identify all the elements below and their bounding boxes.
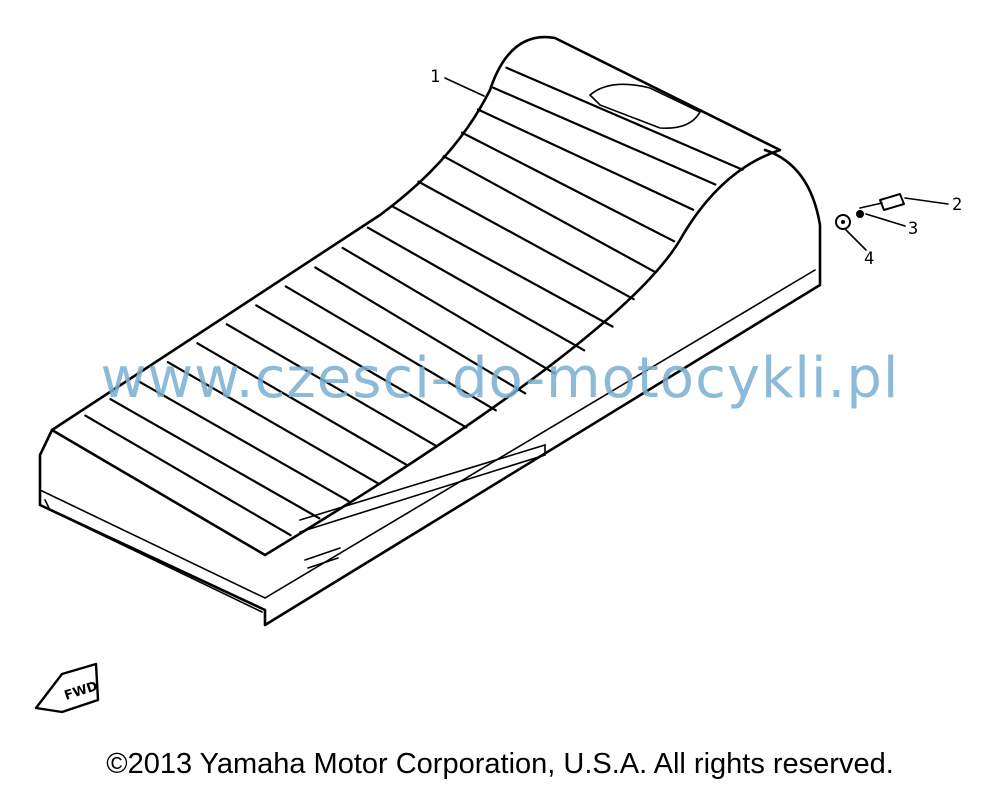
seat-rib-line xyxy=(137,380,350,502)
plain-washer-part xyxy=(835,214,851,230)
copyright-notice: ©2013 Yamaha Motor Corporation, U.S.A. A… xyxy=(106,748,894,780)
callout-1-label: 1 xyxy=(430,67,440,87)
seat-rib-line xyxy=(314,266,527,395)
seat-ribs xyxy=(84,66,744,537)
spring-washer-part xyxy=(856,210,864,218)
seat-rib-line xyxy=(196,342,409,467)
callout-4-label: 4 xyxy=(864,249,874,269)
seat-rib-line xyxy=(225,323,438,448)
seat-rib-line xyxy=(476,108,695,211)
seat-cushion xyxy=(50,35,782,557)
seat-rib-line xyxy=(417,180,635,301)
front-arrow-icon: FWD xyxy=(34,662,100,714)
seat-base xyxy=(38,148,822,627)
callout-2: 2 xyxy=(904,195,962,215)
callout-1: 1 xyxy=(430,67,485,97)
watermark-url: www.czesci-do-motocykli.pl xyxy=(100,346,900,411)
seat-rib-line xyxy=(255,304,468,429)
bolt-part xyxy=(859,193,905,211)
seat-rib-line xyxy=(366,226,586,352)
seat-rib-line xyxy=(460,131,676,243)
callout-4: 4 xyxy=(845,229,874,269)
seat-rib-line xyxy=(166,361,379,485)
seat-rib-line xyxy=(505,66,744,171)
callout-2-label: 2 xyxy=(952,195,962,215)
callout-3: 3 xyxy=(865,213,918,239)
seat-rib-line xyxy=(492,86,717,186)
seat-rib-line xyxy=(392,205,614,328)
seat-rib-line xyxy=(341,246,556,375)
seat-rib-line xyxy=(284,285,497,412)
seat-rib-line xyxy=(109,398,321,520)
callout-3-label: 3 xyxy=(908,219,918,239)
seat-rib-line xyxy=(84,414,292,537)
seat-rib-line xyxy=(442,155,656,273)
